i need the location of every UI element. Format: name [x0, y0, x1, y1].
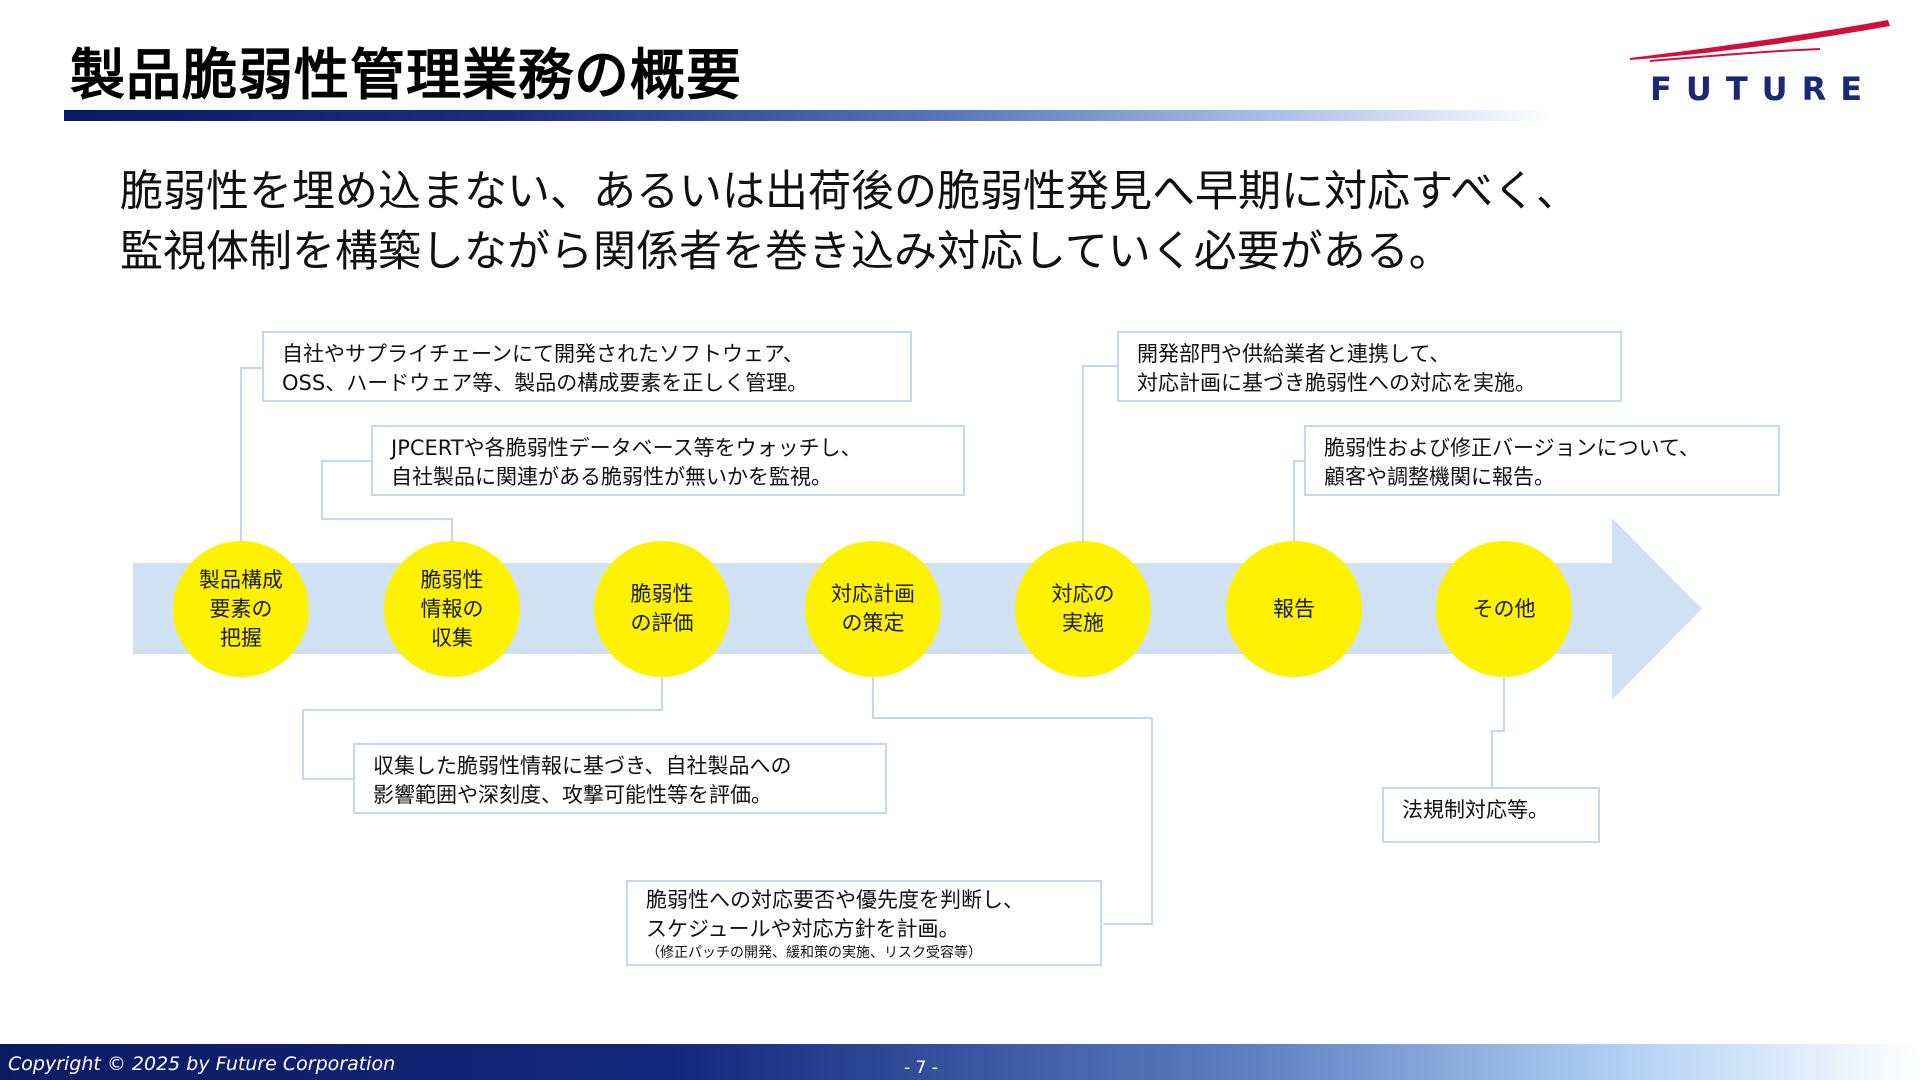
connector-c4 [872, 677, 1153, 925]
callout-line: 顧客や調整機関に報告。 [1324, 465, 1555, 489]
step-label: 脆弱性 の評価 [630, 582, 694, 635]
future-logo-swoosh-icon [1630, 20, 1890, 62]
step-label: 対応の 実施 [1051, 582, 1115, 635]
callout-line: 対応計画に基づき脆弱性への対応を実施。 [1137, 371, 1536, 395]
copyright: Copyright © 2025 by Future Corporation [8, 1053, 396, 1075]
page-title: 製品脆弱性管理業務の概要 [70, 43, 743, 107]
callout-vuln-evaluation: 収集した脆弱性情報に基づき、自社製品への 影響範囲や深刻度、攻撃可能性等を評価。 [353, 743, 887, 814]
title-underline [64, 110, 1554, 121]
callout-line: JPCERTや各脆弱性データベース等をウォッチし、 [391, 436, 862, 460]
lead-line-2: 監視体制を構築しながら関係者を巻き込み対応していく必要がある。 [120, 227, 1452, 277]
callout-line: 自社製品に関連がある脆弱性が無いかを監視。 [391, 465, 832, 489]
connector-c6 [1293, 460, 1305, 541]
callout-line: スケジュールや対応方針を計画。 [646, 917, 960, 941]
callout-response-execution: 開発部門や供給業者と連携して、 対応計画に基づき脆弱性への対応を実施。 [1117, 331, 1622, 402]
callout-note: （修正パッチの開発、緩和策の実施、リスク受容等） [646, 945, 982, 961]
callout-line: 脆弱性および修正バージョンについて、 [1324, 436, 1700, 460]
footer-bar [0, 1044, 1920, 1080]
connector-c1 [240, 367, 263, 541]
step-response-planning: 対応計画 の策定 [805, 541, 941, 677]
callout-line: 脆弱性への対応要否や優先度を判断し、 [646, 888, 1024, 912]
callout-response-planning: 脆弱性への対応要否や優先度を判断し、 スケジュールや対応方針を計画。 （修正パッ… [626, 880, 1102, 966]
step-label: その他 [1472, 596, 1536, 621]
logo-text: FUTURE [1650, 70, 1877, 108]
step-report: 報告 [1226, 541, 1362, 677]
connector-c7 [1491, 677, 1505, 788]
callout-line: OSS、ハードウェア等、製品の構成要素を正しく管理。 [282, 371, 809, 395]
callout-vuln-info-collection: JPCERTや各脆弱性データベース等をウォッチし、 自社製品に関連がある脆弱性が… [371, 425, 965, 496]
lead-text: 脆弱性を埋め込まない、あるいは出荷後の脆弱性発見へ早期に対応すべく、 監視体制を… [120, 162, 1579, 282]
lead-line-1: 脆弱性を埋め込まない、あるいは出荷後の脆弱性発見へ早期に対応すべく、 [120, 167, 1579, 217]
callout-line: 開発部門や供給業者と連携して、 [1137, 342, 1451, 366]
step-label: 対応計画 の策定 [831, 582, 915, 635]
step-label: 報告 [1273, 596, 1315, 621]
step-other: その他 [1436, 541, 1572, 677]
callout-line: 影響範囲や深刻度、攻撃可能性等を評価。 [373, 783, 772, 807]
step-vuln-info-collection: 脆弱性 情報の 収集 [384, 541, 520, 677]
page-number: - 7 - [904, 1058, 938, 1078]
callout-line: 法規制対応等。 [1402, 798, 1549, 822]
callout-line: 自社やサプライチェーンにて開発されたソフトウェア、 [282, 342, 804, 366]
callout-report: 脆弱性および修正バージョンについて、 顧客や調整機関に報告。 [1304, 425, 1780, 496]
step-label: 脆弱性 情報の 収集 [420, 567, 484, 650]
step-vuln-evaluation: 脆弱性 の評価 [594, 541, 730, 677]
connector-c2 [321, 460, 453, 541]
callout-other: 法規制対応等。 [1382, 787, 1600, 843]
connector-c3 [302, 677, 663, 780]
step-label: 製品構成 要素の 把握 [199, 567, 283, 650]
callout-product-components: 自社やサプライチェーンにて開発されたソフトウェア、 OSS、ハードウェア等、製品… [262, 331, 912, 402]
connector-c5 [1082, 365, 1118, 541]
callout-line: 収集した脆弱性情報に基づき、自社製品への [373, 754, 792, 778]
step-response-execution: 対応の 実施 [1015, 541, 1151, 677]
step-product-components: 製品構成 要素の 把握 [173, 541, 309, 677]
